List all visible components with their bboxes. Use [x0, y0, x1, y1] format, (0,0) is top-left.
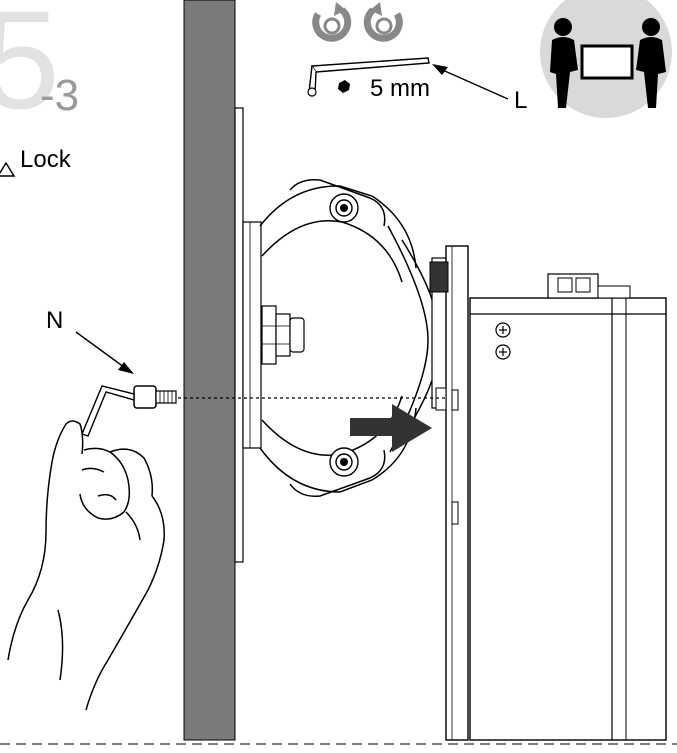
pivot-bolt-top [329, 193, 359, 223]
wall-plate [234, 107, 262, 563]
step-number: 5 [0, 0, 60, 138]
wall [183, 0, 236, 741]
rotate-counterclockwise-icon [363, 2, 403, 42]
tool-size-label: 5 mm [370, 75, 430, 102]
callout-label-l: L [514, 87, 527, 114]
lock-label: Lock [20, 146, 72, 173]
part-label-n: N [46, 307, 63, 334]
pivot-bolt-bottom [329, 447, 359, 477]
warning-triangle-icon [0, 161, 16, 177]
two-person-lift-icon [540, 0, 672, 118]
screw-icon [495, 322, 511, 360]
callout-line-l [437, 67, 509, 100]
direction-arrow-icon [350, 404, 432, 452]
hex-bit-icon [338, 80, 350, 93]
display-unit [469, 273, 667, 741]
step-substep: -3 [40, 71, 79, 120]
hand-drawing [7, 420, 165, 711]
callout-line-n [75, 331, 129, 371]
display-bracket [429, 245, 469, 741]
bolt-n [133, 385, 177, 409]
center-bolt [261, 305, 305, 365]
rotate-clockwise-icon [312, 2, 352, 42]
hex-key-in-hand [81, 385, 135, 437]
hex-key-icon [307, 57, 430, 97]
